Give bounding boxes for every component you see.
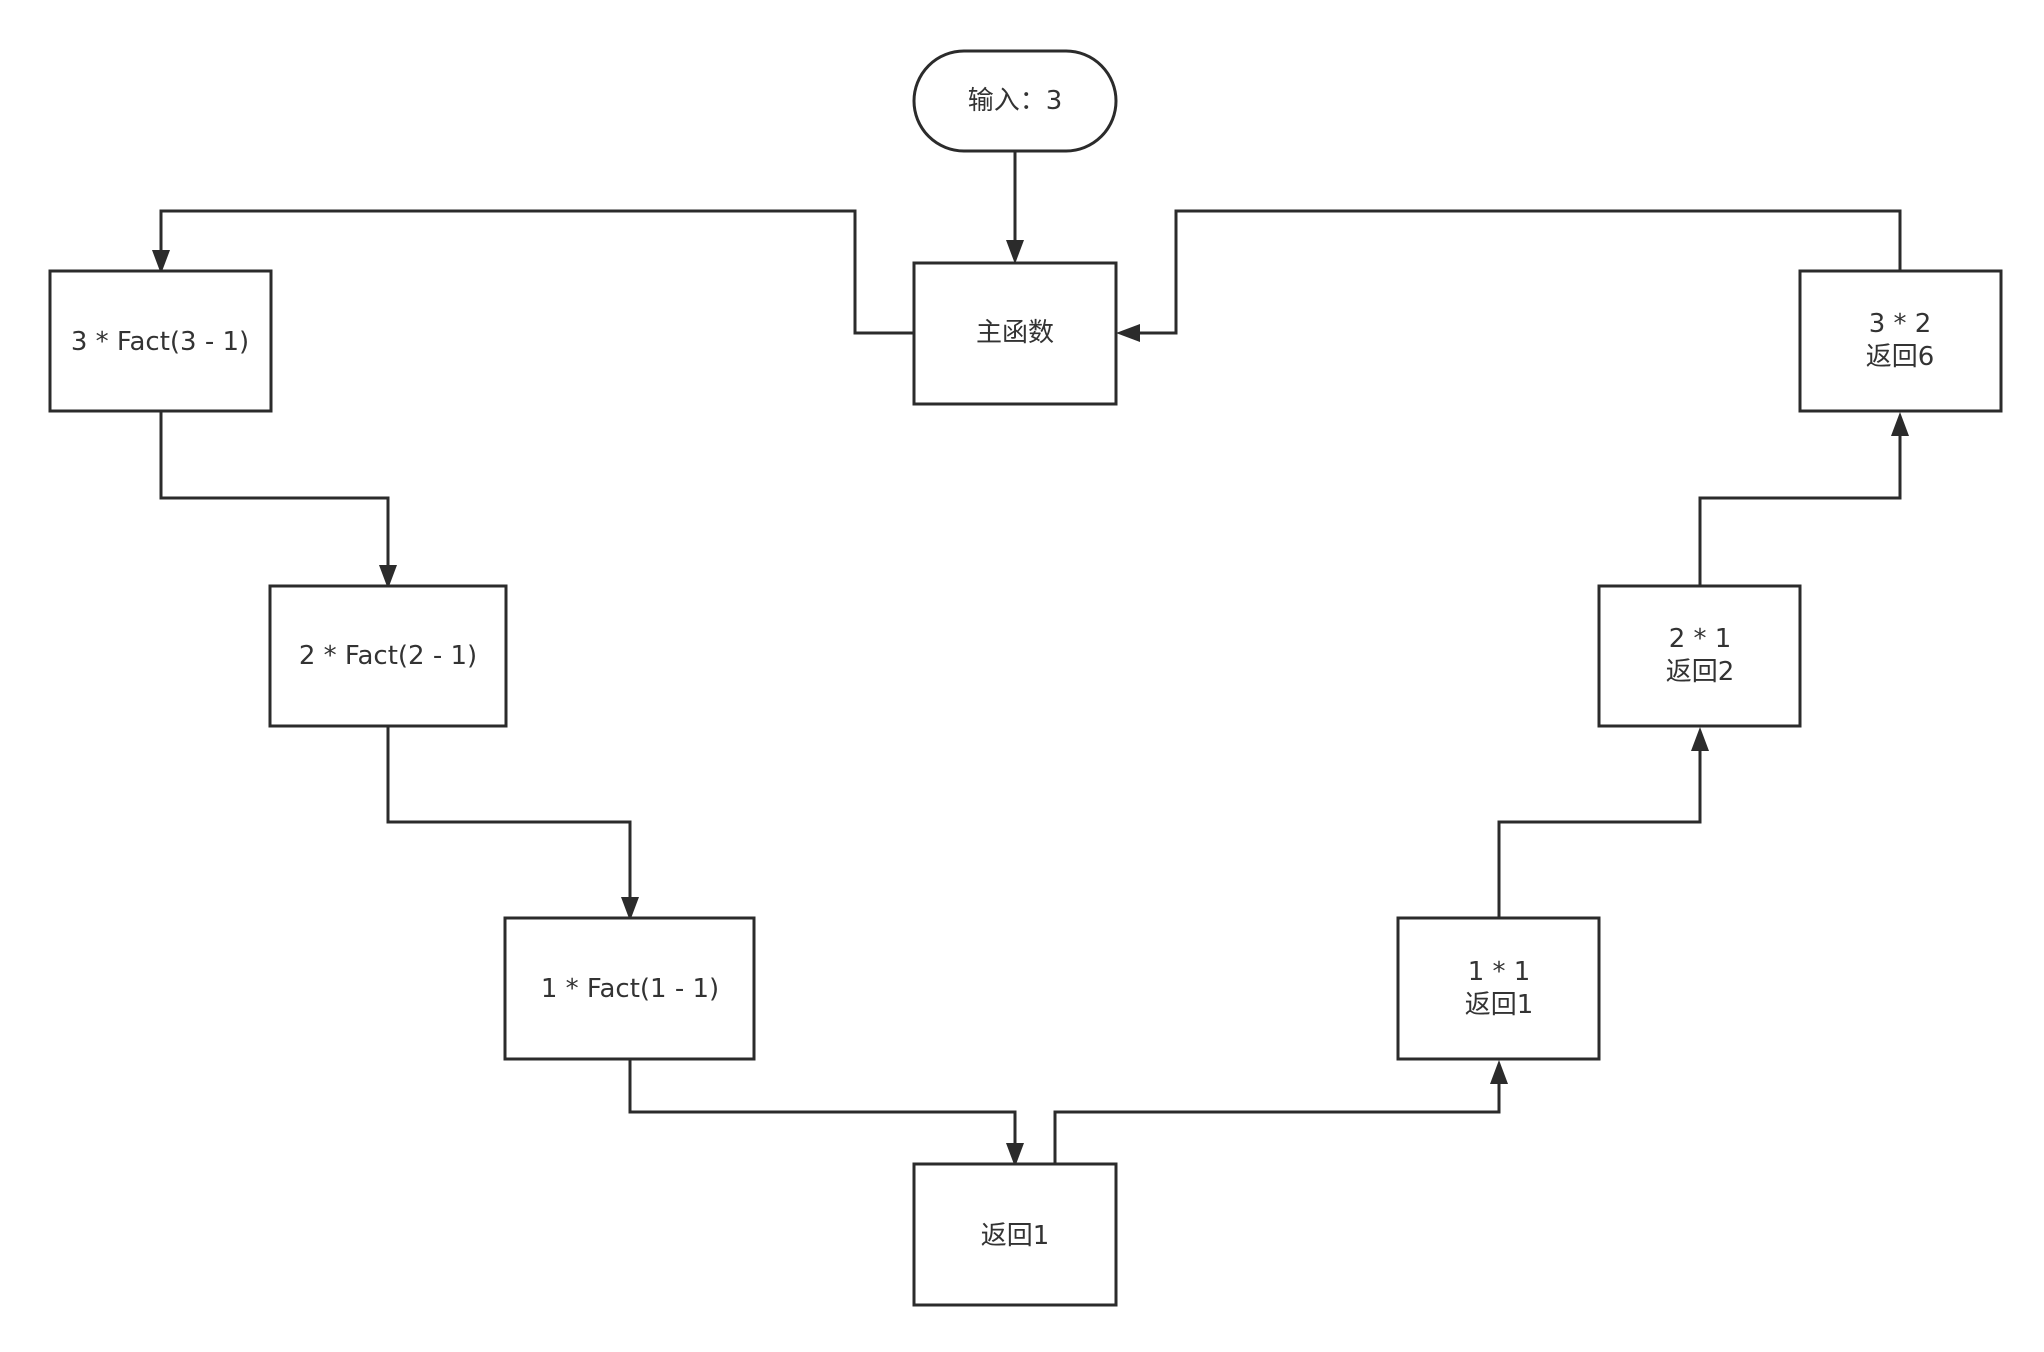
edge-mul21-to-mul32 xyxy=(1698,412,1909,585)
node-return1-label: 返回1 xyxy=(981,1221,1050,1251)
node-fact3-label: 3 * Fact(3 - 1) xyxy=(71,327,249,357)
node-main[interactable]: 主函数 xyxy=(912,261,1118,406)
node-fact1-label: 1 * Fact(1 - 1) xyxy=(541,974,719,1004)
edge-fact3-to-fact2 xyxy=(159,412,397,589)
edge-return1-to-mul11 xyxy=(1053,1060,1508,1165)
edge-fact1-to-return1 xyxy=(628,1059,1024,1167)
node-main-label: 主函数 xyxy=(976,318,1054,348)
node-mul21[interactable]: 2 * 1 返回2 xyxy=(1597,584,1802,728)
arrow-left-icon xyxy=(1116,324,1140,342)
node-fact2[interactable]: 2 * Fact(2 - 1) xyxy=(268,584,508,728)
node-mul32-line2: 返回6 xyxy=(1866,342,1935,372)
node-fact2-label: 2 * Fact(2 - 1) xyxy=(299,641,477,671)
node-fact1[interactable]: 1 * Fact(1 - 1) xyxy=(503,916,756,1061)
node-mul11-line1: 1 * 1 xyxy=(1468,957,1531,987)
edge-mul11-to-mul21 xyxy=(1497,727,1709,918)
edge-mul32-to-main xyxy=(1116,209,1902,342)
node-input[interactable]: 输入：3 xyxy=(912,49,1118,153)
arrow-down-icon xyxy=(1006,1143,1024,1167)
node-mul11[interactable]: 1 * 1 返回1 xyxy=(1396,916,1601,1061)
edge-fact2-to-fact1 xyxy=(386,726,639,921)
arrow-down-icon xyxy=(1006,240,1024,264)
node-mul32-line1: 3 * 2 xyxy=(1869,309,1932,339)
node-fact3[interactable]: 3 * Fact(3 - 1) xyxy=(48,269,273,413)
edge-input-to-main xyxy=(1006,151,1024,264)
node-mul21-line2: 返回2 xyxy=(1666,657,1735,687)
arrow-down-icon xyxy=(621,897,639,921)
nodes: 输入：3 主函数 3 * Fact(3 - 1) 2 * Fact(2 - 1)… xyxy=(48,49,2003,1307)
arrow-down-icon xyxy=(152,250,170,274)
node-mul32[interactable]: 3 * 2 返回6 xyxy=(1798,269,2003,413)
arrow-up-icon xyxy=(1691,727,1709,751)
node-mul21-line1: 2 * 1 xyxy=(1669,624,1732,654)
node-input-label: 输入：3 xyxy=(968,86,1063,116)
node-return1[interactable]: 返回1 xyxy=(912,1162,1118,1307)
node-mul11-line2: 返回1 xyxy=(1465,990,1534,1020)
arrow-up-icon xyxy=(1490,1060,1508,1084)
arrow-down-icon xyxy=(379,565,397,589)
edge-main-to-fact3 xyxy=(152,209,914,335)
edges xyxy=(152,151,1909,1167)
arrow-up-icon xyxy=(1891,412,1909,436)
